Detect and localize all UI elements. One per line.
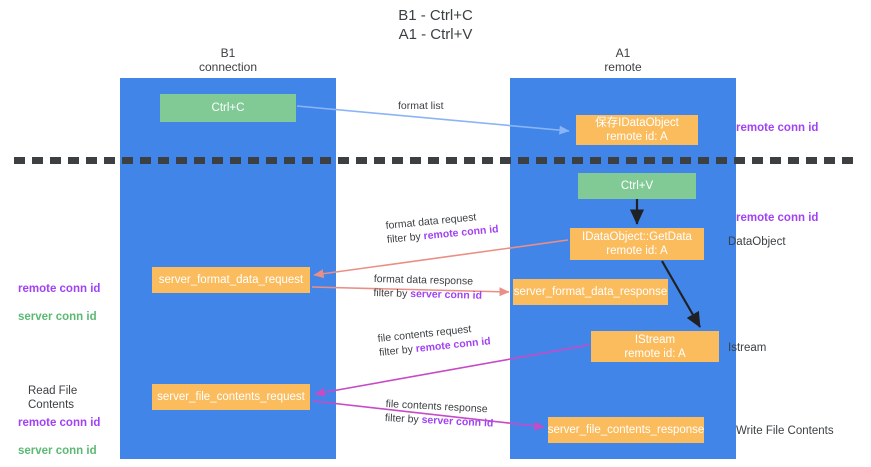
edge-label-file-contents-response: file contents response filter by server … (385, 397, 495, 431)
annotation-read-file-contents: Read File Contents (28, 385, 78, 411)
node-ctrl-c[interactable]: Ctrl+C (160, 94, 296, 122)
lane-title-a1: A1 remote (604, 46, 642, 74)
edge-label-format-data-request: format data request filter by remote con… (385, 208, 499, 247)
edge-label-file-contents-request: file contents request filter by remote c… (377, 320, 491, 360)
edge-label-format-list: format list (398, 100, 444, 112)
diagram-title: B1 - Ctrl+C A1 - Ctrl+V (398, 7, 473, 43)
annotation-server-conn-id: server conn id (18, 311, 97, 323)
annotation-dataobject: DataObject (728, 236, 786, 248)
node-istream[interactable]: IStream remote id: A (591, 331, 719, 362)
annotation-istream: Istream (728, 342, 767, 354)
node-server-format-data-response[interactable]: server_format_data_response (513, 279, 668, 305)
edge-label-format-data-response: format data response filter by server co… (373, 272, 482, 303)
node-server-file-contents-request[interactable]: server_file_contents_request (152, 384, 310, 410)
annotation-conn-id-legend-top: remote conn id server conn id (18, 268, 118, 338)
annotation-remote-conn-id-mid: remote conn id (736, 212, 819, 224)
node-server-format-data-request[interactable]: server_format_data_request (152, 267, 310, 293)
annotation-remote-conn-id: remote conn id (18, 283, 101, 295)
filter-key-server-conn-id: server conn id (421, 413, 494, 430)
phase-separator-dashed-line (14, 157, 859, 164)
filter-prefix: filter by (378, 343, 417, 359)
filter-prefix: filter by (384, 411, 422, 426)
annotation-server-conn-id-2: server conn id (18, 445, 97, 457)
node-server-file-contents-response[interactable]: server_file_contents_response (548, 417, 704, 443)
node-ctrl-v[interactable]: Ctrl+V (578, 173, 696, 199)
node-idataobject-getdata[interactable]: IDataObject::GetData remote id: A (570, 228, 704, 260)
filter-key-server-conn-id: server conn id (410, 287, 483, 302)
filter-prefix: filter by (386, 230, 425, 246)
annotation-remote-conn-id-2: remote conn id (18, 417, 101, 429)
filter-prefix: filter by (373, 286, 411, 300)
lane-title-b1: B1 connection (198, 46, 258, 74)
annotation-write-file-contents: Write File Contents (736, 425, 834, 437)
annotation-remote-conn-id-top: remote conn id (736, 122, 819, 134)
annotation-conn-id-legend-bottom: remote conn id server conn id (18, 402, 118, 467)
edge-label-line-2: filter by server conn id (373, 286, 482, 303)
node-idataobject[interactable]: 保存IDataObject remote id: A (576, 115, 698, 145)
